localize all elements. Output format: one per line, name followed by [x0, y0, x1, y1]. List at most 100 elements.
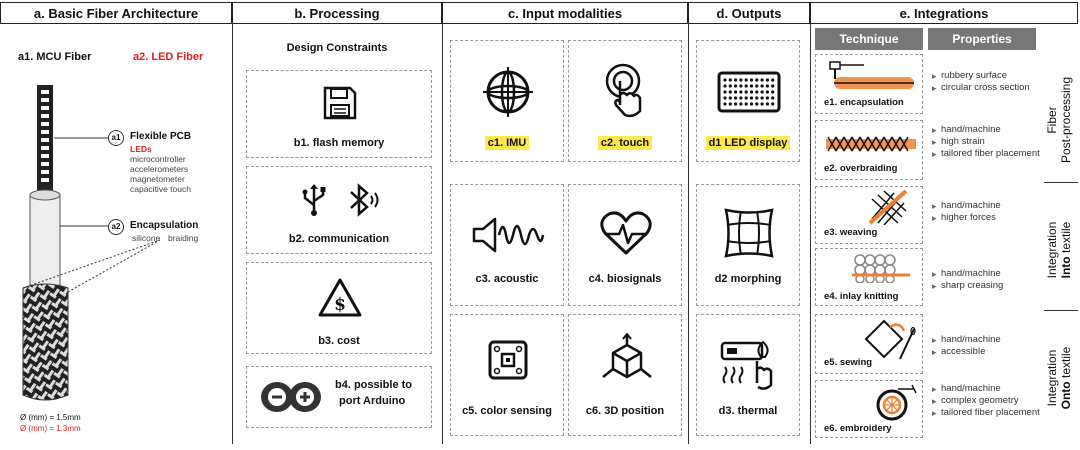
header-outputs: d. Outputs [688, 2, 810, 24]
thermal-hand-icon [720, 340, 773, 390]
technique-label: e6. embroidery [824, 423, 892, 434]
group-label-line: Integration [1045, 221, 1059, 279]
property-item: complex geometry [932, 395, 1044, 407]
leds-label: LEDs [130, 144, 152, 154]
led-dot [760, 102, 764, 106]
list-item: microcontroller [130, 154, 186, 164]
led-dot [739, 78, 743, 82]
callout-badge: a1 [108, 130, 124, 146]
divider [810, 24, 811, 444]
mcu-fiber-label: a1. MCU Fiber [18, 51, 92, 63]
led-dot [734, 78, 738, 82]
touch-card: c2. touch [568, 40, 682, 162]
led-dot [728, 84, 732, 88]
speaker-wave-icon [472, 217, 545, 253]
property-item: tailored fiber placement [932, 407, 1044, 419]
led-dot [755, 84, 759, 88]
technique-label: e2. overbraiding [824, 163, 898, 174]
overbraiding-icon [826, 136, 916, 152]
usb-icon [302, 184, 326, 216]
weaving-icon [868, 189, 908, 225]
led-dot [734, 102, 738, 106]
led-dot [749, 84, 754, 88]
led-dot [749, 96, 754, 100]
property-item: hand/machine [932, 200, 1044, 212]
group-label-line: Fiber [1045, 106, 1059, 134]
touch-label-text: c2. touch [597, 136, 653, 150]
property-item: hand/machine [932, 124, 1044, 136]
led-dot [765, 84, 769, 88]
header-processing: b. Processing [232, 2, 442, 24]
mcu-diameter: Ø (mm) = 1.5mm [20, 413, 81, 422]
inlay-knitting-properties: hand/machine sharp creasing [932, 268, 1044, 292]
group-label-line: Post-processing [1059, 76, 1073, 164]
flash-memory-label: b1. flash memory [293, 137, 385, 149]
gyroscope-icon [483, 67, 533, 117]
floppy-disk-icon [323, 86, 357, 120]
arduino-label-1: b4. possible to [335, 379, 413, 391]
technique-label: e1. encapsulation [824, 97, 904, 108]
cost-label: b3. cost [318, 335, 360, 347]
arduino-card: b4. possible to port Arduino [246, 366, 432, 428]
led-dot [771, 78, 775, 82]
led-dot [723, 78, 727, 82]
led-dot [765, 78, 769, 82]
communication-card: b2. communication [246, 166, 432, 254]
led-dot [765, 90, 769, 94]
group-label-fiber-post-processing: Fiber Post-processing [1045, 65, 1073, 175]
led-dot [723, 102, 727, 106]
property-item: higher forces [932, 212, 1044, 224]
encapsulation-title: Encapsulation [130, 220, 199, 231]
led-dot [728, 102, 732, 106]
cost-card: $ b3. cost [246, 262, 432, 354]
led-dot [728, 78, 732, 82]
divider [1044, 310, 1078, 311]
group-label-text: textile [1059, 346, 1073, 379]
imu-card: c1. IMU [450, 40, 564, 162]
led-dot [739, 84, 743, 88]
color-sensing-label: c5. color sensing [462, 405, 552, 417]
callout-badge: a2 [108, 219, 124, 235]
led-dot [765, 102, 769, 106]
led-dot [749, 90, 754, 94]
property-item: hand/machine [932, 268, 1044, 280]
weaving-technique: e3. weaving [815, 186, 923, 244]
divider [442, 24, 443, 444]
led-dot [771, 84, 775, 88]
led-dot [739, 102, 743, 106]
led-dot [744, 96, 748, 100]
property-item: tailored fiber placement [932, 148, 1044, 160]
warning-dollar-icon: $ [318, 278, 362, 317]
led-dot [760, 84, 764, 88]
group-label-emphasis: Into [1059, 256, 1073, 279]
led-dot [749, 78, 754, 82]
inlay-knitting-technique: e4. inlay knitting [815, 248, 923, 306]
overbraiding-properties: hand/machine high strain tailored fiber … [932, 124, 1044, 160]
property-item: rubbery surface [932, 70, 1044, 82]
3d-position-label: c6. 3D position [585, 405, 665, 417]
property-item: hand/machine [932, 334, 1044, 346]
divider [1044, 182, 1078, 183]
led-dot [749, 102, 754, 106]
group-label-line: Integration [1045, 349, 1059, 407]
led-dot [744, 78, 748, 82]
led-dot [723, 96, 727, 100]
group-label-emphasis: Onto [1059, 381, 1073, 410]
design-constraints-title: Design Constraints [286, 42, 388, 54]
led-diameter: Ø (mm) = 1.3mm [20, 424, 81, 433]
sewing-properties: hand/machine accessible [932, 334, 1044, 358]
led-dot [744, 90, 748, 94]
biosignals-label: c4. biosignals [588, 273, 662, 285]
technique-label: e4. inlay knitting [824, 291, 899, 302]
list-item: magnetometer [130, 174, 185, 184]
3d-cube-icon [602, 333, 652, 379]
silicone-label: silicone [132, 233, 161, 243]
arduino-logo-icon [261, 382, 321, 412]
communication-label: b2. communication [288, 233, 390, 245]
flash-memory-card: b1. flash memory [246, 70, 432, 158]
property-item: hand/machine [932, 383, 1044, 395]
divider [232, 24, 233, 444]
led-dot [755, 78, 759, 82]
list-item: capacitive touch [130, 184, 191, 194]
led-dot [744, 102, 748, 106]
